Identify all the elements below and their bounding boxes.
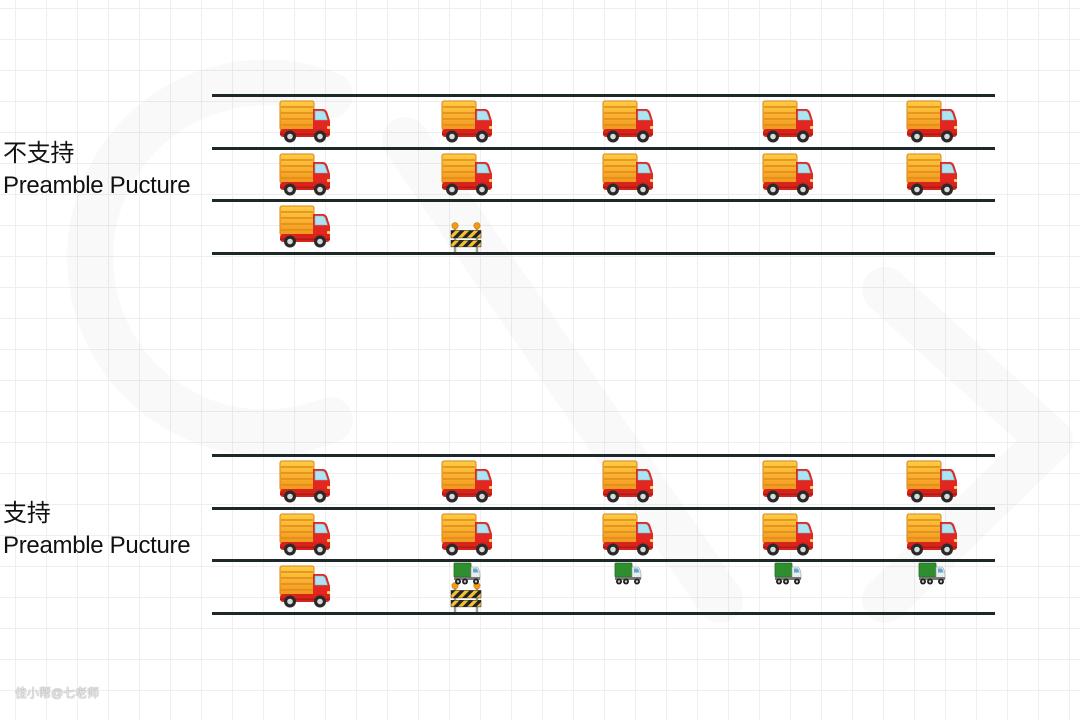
delivery-truck-icon [602, 100, 654, 143]
delivery-truck-icon [906, 513, 958, 556]
articulated-lorry-icon [614, 562, 642, 585]
delivery-truck-icon [762, 153, 814, 196]
lane-divider-line [212, 612, 995, 615]
lane-1 [0, 97, 1080, 147]
lane-divider-line [212, 94, 995, 97]
lane-divider-line [212, 252, 995, 255]
lane-divider-line [212, 507, 995, 510]
group-label-title: 支持 [3, 500, 51, 527]
group-label-title: 不支持 [3, 140, 75, 167]
watermark-text: 佳小帮@七老师 [15, 686, 100, 700]
delivery-truck-icon [441, 513, 493, 556]
lane-3 [0, 202, 1080, 252]
delivery-truck-icon [602, 513, 654, 556]
delivery-truck-icon [762, 100, 814, 143]
lane-divider-line [212, 454, 995, 457]
delivery-truck-icon [279, 100, 331, 143]
delivery-truck-icon [279, 460, 331, 503]
delivery-truck-icon [906, 100, 958, 143]
articulated-lorry-icon [918, 562, 946, 585]
lane-1 [0, 457, 1080, 507]
delivery-truck-icon [279, 205, 331, 248]
delivery-truck-icon [441, 460, 493, 503]
group-label-subtitle: Preamble Pucture [3, 172, 191, 199]
lane-2 [0, 150, 1080, 199]
delivery-truck-icon [762, 460, 814, 503]
articulated-lorry-icon [774, 562, 802, 585]
lane-divider-line [212, 147, 995, 150]
group-label: 支持 Preamble Pucture [3, 498, 191, 562]
group-label: 不支持 Preamble Pucture [3, 138, 191, 202]
articulated-lorry-icon [453, 562, 481, 585]
delivery-truck-icon [602, 153, 654, 196]
lane-group-supported: 支持 Preamble Pucture [0, 454, 1080, 619]
barricade-icon [449, 582, 483, 612]
delivery-truck-icon [441, 100, 493, 143]
delivery-truck-icon [906, 153, 958, 196]
delivery-truck-icon [279, 513, 331, 556]
delivery-truck-icon [279, 565, 331, 608]
delivery-truck-icon [441, 153, 493, 196]
delivery-truck-icon [279, 153, 331, 196]
lane-divider-line [212, 559, 995, 562]
lane-3 [0, 562, 1080, 612]
barricade-icon [449, 222, 483, 252]
delivery-truck-icon [602, 460, 654, 503]
delivery-truck-icon [906, 460, 958, 503]
delivery-truck-icon [762, 513, 814, 556]
lane-2 [0, 510, 1080, 559]
lane-group-unsupported: 不支持 Preamble Pucture [0, 94, 1080, 259]
lane-divider-line [212, 199, 995, 202]
group-label-subtitle: Preamble Pucture [3, 532, 191, 559]
